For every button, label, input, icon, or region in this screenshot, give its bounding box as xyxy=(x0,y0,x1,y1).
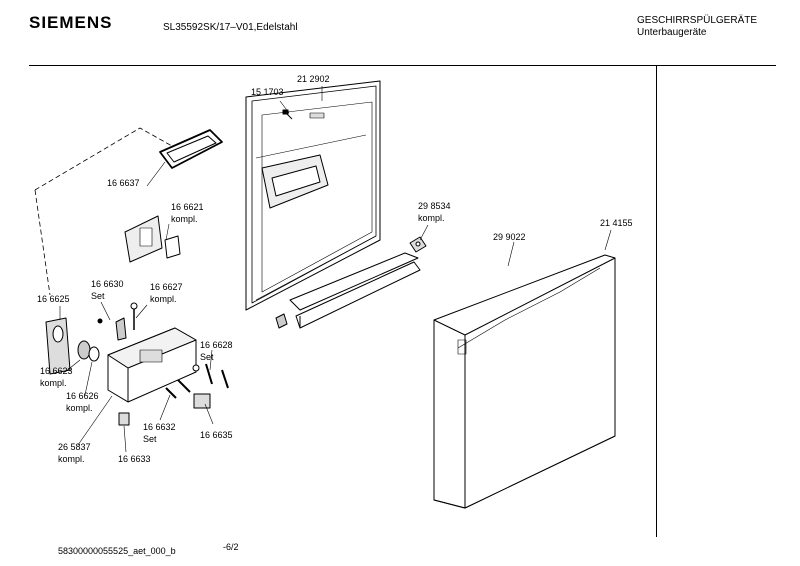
part-label: 16 6627 xyxy=(150,282,183,292)
column-divider xyxy=(656,66,657,537)
part-note: kompl. xyxy=(418,213,445,223)
part-labels: 21 2902 15 1703 16 6637 16 6621 kompl. 2… xyxy=(37,74,633,464)
part-label: 15 1703 xyxy=(251,87,284,97)
brand-logo: SIEMENS xyxy=(29,13,113,32)
inner-door-panel xyxy=(245,80,381,311)
part-label: 16 6621 xyxy=(171,202,204,212)
hinge-bracket xyxy=(409,236,427,253)
dispenser-cover xyxy=(124,215,181,263)
part-note: Set xyxy=(143,434,157,444)
part-label: 16 6628 xyxy=(200,340,233,350)
part-label: 21 2902 xyxy=(297,74,330,84)
part-label: 26 5837 xyxy=(58,442,91,452)
part-note: kompl. xyxy=(40,378,67,388)
part-label: 16 6633 xyxy=(118,454,151,464)
part-label: 29 9022 xyxy=(493,232,526,242)
part-note: kompl. xyxy=(58,454,85,464)
part-label: 21 4155 xyxy=(600,218,633,228)
dispenser-rings xyxy=(77,340,100,362)
part-label: 16 6625 xyxy=(37,294,70,304)
part-label: 16 6632 xyxy=(143,422,176,432)
document-id: 58300000055525_aet_000_b xyxy=(58,546,176,556)
outer-door-panel xyxy=(433,254,616,509)
part-note: kompl. xyxy=(66,403,93,413)
control-panel-frame xyxy=(159,129,223,169)
small-components xyxy=(97,302,229,426)
part-note: Set xyxy=(200,352,214,362)
model-designation: SL35592SK/17–V01,Edelstahl xyxy=(163,22,298,33)
category-subtitle: Unterbaugeräte xyxy=(637,27,707,38)
dispenser-seal xyxy=(45,317,71,375)
part-label: 16 6623 xyxy=(40,366,73,376)
detergent-dispenser xyxy=(107,327,197,403)
part-label: 16 6637 xyxy=(107,178,140,188)
part-label: 29 8534 xyxy=(418,201,451,211)
part-note: kompl. xyxy=(150,294,177,304)
header-divider xyxy=(29,65,776,66)
part-note: Set xyxy=(91,291,105,301)
part-note: kompl. xyxy=(171,214,198,224)
page-number: -6/2 xyxy=(223,542,239,552)
part-label: 16 6630 xyxy=(91,279,124,289)
part-label: 16 6635 xyxy=(200,430,233,440)
part-label: 16 6626 xyxy=(66,391,99,401)
category-title: GESCHIRRSPÜLGERÄTE xyxy=(637,15,758,26)
bottom-trim-strip xyxy=(275,252,421,329)
